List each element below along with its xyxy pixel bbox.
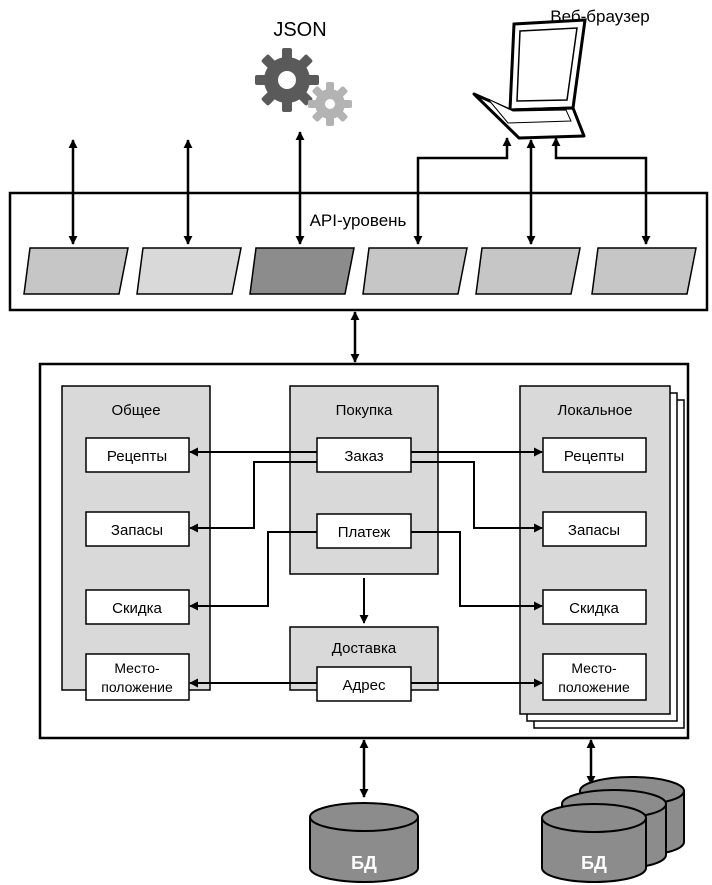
common-location-box bbox=[85, 653, 190, 701]
local-title: Локальное bbox=[558, 402, 633, 419]
common-inventory-label: Запасы bbox=[111, 522, 163, 539]
local-items: Рецепты Запасы Скидка Место- положение bbox=[542, 437, 647, 701]
local-location-line1: Место- bbox=[571, 660, 617, 676]
local-location-line2: положение bbox=[558, 679, 630, 695]
module-connectors bbox=[189, 447, 543, 688]
api-layer bbox=[8, 191, 709, 312]
api-panel-5 bbox=[475, 247, 581, 295]
local-recipes-box bbox=[542, 437, 647, 473]
db-right-label: БД bbox=[581, 853, 607, 873]
purchase-title: Покупка bbox=[336, 402, 393, 419]
common-recipes-box bbox=[85, 437, 190, 473]
db-left-label: БД bbox=[351, 853, 377, 873]
json-label: JSON bbox=[273, 19, 326, 41]
common-inventory-box bbox=[85, 511, 190, 547]
api-panel-2 bbox=[136, 247, 242, 295]
gear-icon bbox=[255, 48, 352, 126]
local-inventory-label: Запасы bbox=[568, 522, 620, 539]
delivery-items: Адрес bbox=[316, 666, 412, 702]
api-label: API-уровень bbox=[310, 211, 407, 230]
delivery-title: Доставка bbox=[332, 640, 397, 657]
common-location-line2: положение bbox=[101, 679, 173, 695]
common-discount-box bbox=[85, 589, 190, 625]
address-label: Адрес bbox=[343, 677, 386, 694]
local-discount-label: Скидка bbox=[569, 600, 619, 617]
api-panel-3 bbox=[249, 247, 355, 295]
local-location-box bbox=[542, 653, 647, 701]
browser-label: Веб-браузер bbox=[550, 7, 649, 26]
laptop-icon bbox=[472, 18, 587, 140]
order-box bbox=[316, 437, 412, 473]
api-panel-4 bbox=[362, 247, 468, 295]
common-discount-label: Скидка bbox=[112, 600, 162, 617]
database-icon bbox=[309, 802, 419, 883]
database-stack-icon bbox=[541, 776, 685, 883]
local-recipes-label: Рецепты bbox=[564, 448, 624, 465]
api-panels bbox=[23, 247, 697, 295]
address-box bbox=[316, 666, 412, 702]
common-recipes-label: Рецепты bbox=[107, 448, 167, 465]
common-title: Общее bbox=[111, 402, 160, 419]
payment-box bbox=[316, 513, 412, 549]
order-label: Заказ bbox=[344, 448, 383, 465]
api-panel-1 bbox=[23, 247, 129, 295]
common-items: Рецепты Запасы Скидка Место- положение bbox=[85, 437, 190, 701]
purchase-items: Заказ Платеж bbox=[316, 437, 412, 549]
api-panel-6 bbox=[591, 247, 697, 295]
local-inventory-box bbox=[542, 511, 647, 547]
local-discount-box bbox=[542, 589, 647, 625]
common-location-line1: Место- bbox=[114, 660, 160, 676]
payment-label: Платеж bbox=[338, 524, 390, 541]
db-arrows bbox=[359, 739, 596, 798]
